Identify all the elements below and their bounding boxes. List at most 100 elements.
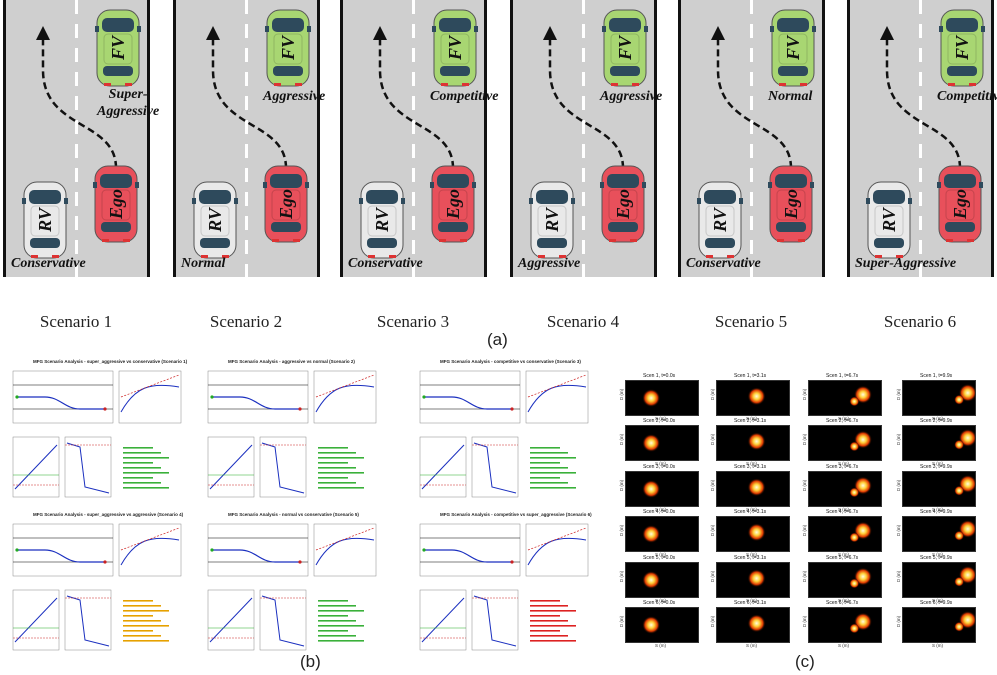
density-heatmap [902,380,977,416]
heatmap-x-label: S (m) [746,461,757,466]
heatmap-title: Scen 1, t=0.0s [643,373,676,379]
rv-car: RV [192,181,238,259]
density-heatmap [902,607,977,643]
density-heatmap [902,471,977,507]
density-heatmap [625,380,699,416]
heatmap-y-label: D (m) [619,479,625,492]
fv-car: FV [432,9,478,87]
scenario-dashboard: MFG Scenario Analysis - super_aggressive… [5,357,195,505]
scenario-caption: Scenario 2 [209,312,283,331]
heatmap-y-label: D (m) [896,388,902,401]
heatmap-y-label: D (m) [710,570,716,583]
ego-car-label: Ego [781,189,801,220]
fv-car: FV [95,9,141,87]
fv-behavior-label: Competitive [937,89,997,104]
density-heatmap [716,562,790,598]
heatmap-y-label: D (m) [802,433,808,446]
dashboard-title: MFG Scenario Analysis - competitive vs s… [440,512,592,517]
trajectory-arrow-icon [543,26,557,40]
heatmap-title: Scen 1, t=3.1s [734,373,767,379]
heatmap-x-label: S (m) [746,643,757,648]
heatmap-x-label: S (m) [838,507,849,512]
heatmap-y-label: D (m) [896,615,902,628]
heatmap-x-label: S (m) [838,552,849,557]
heatmap-y-label: D (m) [896,433,902,446]
heatmap-x-label: S (m) [932,552,943,557]
rv-car-label: RV [35,206,55,233]
rv-car: RV [529,181,575,259]
density-heatmap [716,471,790,507]
fv-car-label: FV [783,34,803,61]
ego-car: Ego [937,165,983,243]
ego-car: Ego [600,165,646,243]
ego-trajectory [548,38,625,169]
heatmap-title: Scen 2, t=3.1s [734,418,767,424]
heatmap-title: Scen 6, t=0.0s [643,600,676,606]
heatmap-x-label: S (m) [746,552,757,557]
heatmap-title: Scen 4, t=0.0s [643,509,676,515]
density-heatmap [625,425,699,461]
rv-behavior-label: Aggressive [518,256,581,271]
trajectory-arrow-icon [206,26,220,40]
heatmap-y-label: D (m) [619,433,625,446]
ego-car-label: Ego [443,189,463,220]
heatmap-title: Scen 3, t=0.0s [643,464,676,470]
scenario-caption: Scenario 5 [714,312,788,331]
heatmap-x-label: S (m) [655,643,666,648]
trajectory-arrow-icon [880,26,894,40]
heatmap-y-label: D (m) [710,479,716,492]
rv-car-label: RV [879,206,899,233]
ego-car-label: Ego [276,189,296,220]
density-heatmap [808,516,882,552]
fv-car-label: FV [615,34,635,61]
density-heatmap [625,607,699,643]
heatmap-title: Scen 5, t=6.7s [826,555,859,561]
density-heatmap [902,516,977,552]
dashboard-plots [419,370,589,498]
dashboard-plots [12,370,182,498]
heatmap-title: Scen 6, t=3.1s [734,600,767,606]
scenario-dashboard: MFG Scenario Analysis - super_aggressive… [5,510,195,658]
heatmap-title: Scen 4, t=6.7s [826,509,859,515]
heatmap-y-label: D (m) [896,524,902,537]
heatmap-title: Scen 2, t=0.0s [643,418,676,424]
rv-car-label: RV [372,206,392,233]
fv-car: FV [770,9,816,87]
scenario-caption: Scenario 1 [39,312,113,331]
heatmap-y-label: D (m) [710,615,716,628]
heatmap-x-label: S (m) [655,461,666,466]
density-heatmap [716,380,790,416]
fv-car: FV [265,9,311,87]
heatmap-x-label: S (m) [932,598,943,603]
heatmap-x-label: S (m) [838,643,849,648]
scenario-caption: Scenario 4 [546,312,620,331]
rv-behavior-label: Super-Aggressive [855,256,957,271]
heatmap-y-label: D (m) [802,524,808,537]
dashboard-title: MFG Scenario Analysis - normal vs conser… [228,512,359,517]
heatmap-x-label: S (m) [655,598,666,603]
fv-car-label: FV [108,34,128,61]
density-heatmap [808,562,882,598]
scenario-caption: Scenario 6 [883,312,957,331]
density-heatmap [902,425,977,461]
heatmap-title: Scen 4, t=9.9s [920,509,953,515]
density-heatmap [808,471,882,507]
fv-behavior-label: Normal [768,89,813,104]
heatmap-title: Scen 5, t=9.9s [920,555,953,561]
heatmap-y-label: D (m) [896,570,902,583]
dashboard-title: MFG Scenario Analysis - competitive vs c… [440,359,581,364]
dashboard-title: MFG Scenario Analysis - super_aggressive… [33,359,188,364]
heatmap-y-label: D (m) [802,388,808,401]
heatmap-y-label: D (m) [619,524,625,537]
heatmap-title: Scen 1, t=6.7s [826,373,859,379]
heatmap-x-label: S (m) [746,416,757,421]
rv-car-label: RV [205,206,225,233]
rv-car: RV [697,181,743,259]
dashboard-plots [207,523,377,651]
fv-behavior-label: Competitive [430,89,499,104]
heatmap-title: Scen 2, t=9.9s [920,418,953,424]
rv-car: RV [866,181,912,259]
ego-trajectory [885,38,962,169]
heatmap-x-label: S (m) [655,552,666,557]
